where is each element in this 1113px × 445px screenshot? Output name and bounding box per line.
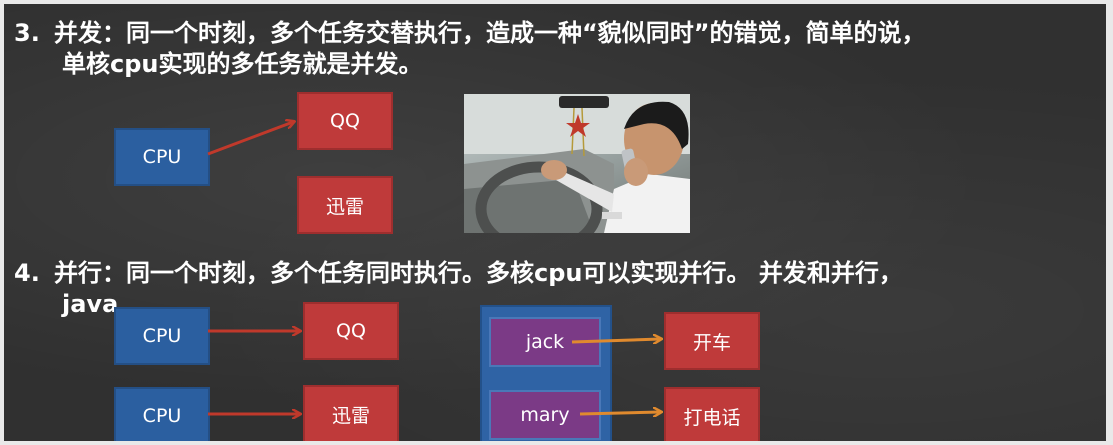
- cpu2-label: CPU: [142, 405, 182, 427]
- cpu-label: CPU: [142, 146, 182, 168]
- qq2-label: QQ: [336, 320, 366, 342]
- xunlei-label: 迅雷: [325, 195, 364, 218]
- arrow-mary-to-call: [579, 412, 660, 414]
- qq2-box: QQ: [303, 302, 399, 360]
- slide: 3.并发：同一个时刻，多个任务交替执行，造成一种“貌似同时”的错觉，简单的说， …: [4, 4, 1106, 441]
- section3-number: 3.: [14, 19, 40, 47]
- qq-box: QQ: [297, 92, 393, 150]
- section3-line1: 并发：同一个时刻，多个任务交替执行，造成一种“貌似同时”的错觉，简单的说，: [54, 19, 926, 47]
- qq-label: QQ: [330, 110, 360, 132]
- cpu1-label: CPU: [142, 325, 182, 347]
- jack-label: jack: [525, 331, 565, 353]
- section3-line2: 单核cpu实现的多任务就是并发。: [62, 50, 423, 78]
- drive-box: 开车: [664, 312, 760, 370]
- driver-photo: [464, 94, 690, 233]
- xunlei2-label: 迅雷: [331, 404, 370, 427]
- call-label: 打电话: [683, 406, 741, 429]
- section4-line2: java: [62, 290, 119, 318]
- mary-box: mary: [489, 390, 601, 440]
- call-box: 打电话: [664, 387, 760, 441]
- mary-label: mary: [520, 404, 570, 426]
- xunlei2-box: 迅雷: [303, 385, 399, 441]
- arrows-layer: [207, 4, 1106, 441]
- arrow-jack-to-drive: [571, 339, 660, 342]
- driver-photo-illustration: [464, 94, 690, 233]
- section3-text: 3.并发：同一个时刻，多个任务交替执行，造成一种“貌似同时”的错觉，简单的说， …: [14, 18, 1104, 80]
- cpu-box: CPU: [114, 128, 210, 186]
- drive-label: 开车: [692, 331, 731, 354]
- xunlei-box: 迅雷: [297, 176, 393, 234]
- section4-line1: 并行：同一个时刻，多个任务同时执行。多核cpu可以实现并行。 并发和并行，: [54, 259, 903, 287]
- cpu1-box: CPU: [114, 307, 210, 365]
- section4-number: 4.: [14, 259, 40, 287]
- section4-text: 4.并行：同一个时刻，多个任务同时执行。多核cpu可以实现并行。 并发和并行， …: [14, 258, 1104, 320]
- arrow-cpu-to-qq: [207, 122, 293, 156]
